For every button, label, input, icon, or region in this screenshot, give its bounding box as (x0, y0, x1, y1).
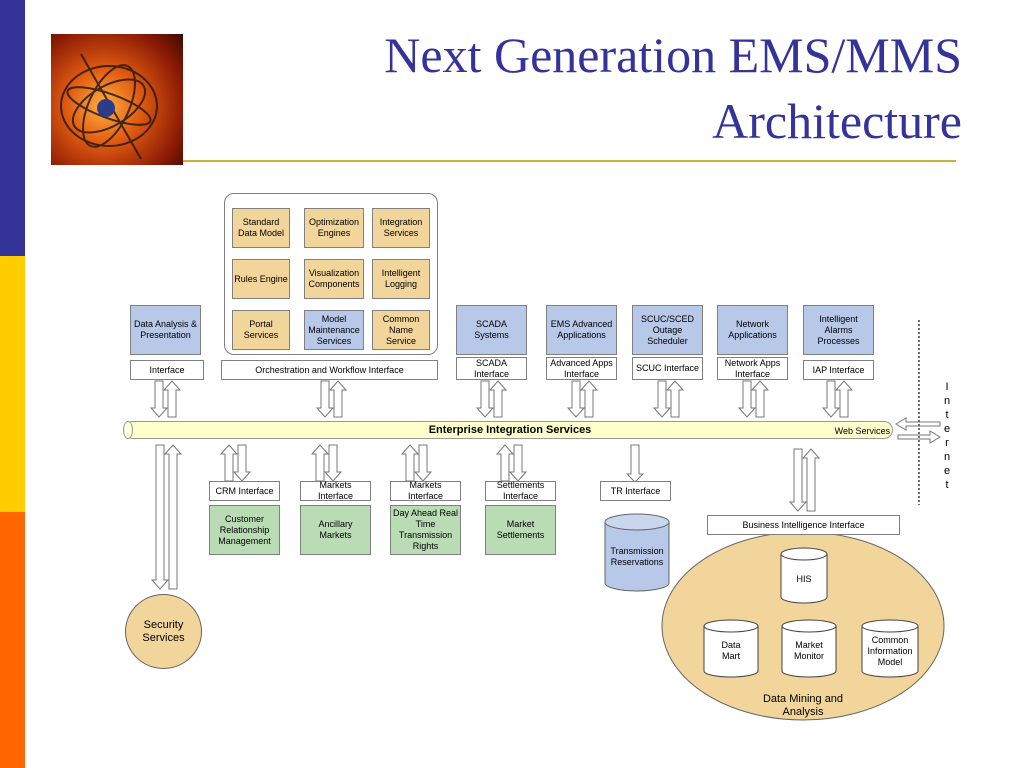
network-applications-box: Network Applications (717, 305, 788, 355)
standard-data-model-box: Standard Data Model (232, 208, 290, 248)
security-services-label: Security Services (142, 618, 185, 644)
model-maintenance-services-box: Model Maintenance Services (304, 310, 364, 350)
orchestration-workflow-interface-box: Orchestration and Workflow Interface (221, 360, 438, 380)
data-analysis-presentation-box: Data Analysis & Presentation (130, 305, 201, 355)
slide-title: Next Generation EMS/MMS Architecture (262, 22, 962, 154)
tr-interface-box: TR Interface (600, 481, 671, 501)
portal-services-box: Portal Services (232, 310, 290, 350)
business-intelligence-interface-box: Business Intelligence Interface (707, 515, 900, 535)
advanced-apps-interface-box: Advanced Apps Interface (546, 357, 617, 380)
settlements-interface-box: Settlements Interface (485, 480, 556, 501)
his-cylinder (780, 547, 828, 604)
optimization-engines-box: Optimization Engines (304, 208, 364, 248)
market-monitor-label: Market Monitor (793, 640, 824, 661)
internet-label: I n t e r n e t (943, 381, 951, 491)
intelligent-alarms-processes-box: Intelligent Alarms Processes (803, 305, 874, 355)
cim-cylinder (861, 619, 919, 678)
sidebar-orange (0, 512, 25, 768)
transmission-reservations-label: Transmission Reservations (610, 546, 664, 567)
day-ahead-real-time-transmission-rights-box: Day Ahead Real Time Transmission Rights (390, 505, 461, 555)
crm-interface-box: CRM Interface (209, 481, 280, 501)
title-line-2: Architecture (712, 93, 962, 149)
visualization-components-box: Visualization Components (304, 259, 364, 299)
scuc-interface-box: SCUC Interface (632, 357, 703, 380)
data-mining-analysis-label: Data Mining and Analysis (762, 693, 844, 718)
market-settlements-box: Market Settlements (485, 505, 556, 555)
title-line-1: Next Generation EMS/MMS (384, 27, 962, 83)
bus-label: Enterprise Integration Services (400, 423, 620, 437)
interface-box: Interface (130, 360, 204, 380)
web-services-label: Web Services (834, 426, 890, 436)
sidebar-blue (0, 0, 25, 256)
network-apps-interface-box: Network Apps Interface (717, 357, 788, 380)
cim-label: Common Information Model (867, 635, 913, 667)
market-monitor-cylinder (781, 619, 837, 678)
common-name-service-box: Common Name Service (372, 310, 430, 350)
armillary-sphere-image (51, 34, 183, 165)
markets-interface-box-1: Markets Interface (300, 480, 371, 501)
crm-box: Customer Relationship Management (209, 505, 280, 555)
transmission-reservations-cylinder (604, 513, 670, 592)
intelligent-logging-box: Intelligent Logging (372, 259, 430, 299)
ems-advanced-applications-box: EMS Advanced Applications (546, 305, 617, 355)
rules-engine-box: Rules Engine (232, 259, 290, 299)
scuc-sced-outage-scheduler-box: SCUC/SCED Outage Scheduler (632, 305, 703, 355)
security-services-circle: Security Services (125, 594, 202, 669)
sidebar-yellow (0, 256, 25, 512)
his-label: HIS (796, 574, 812, 584)
integration-services-box: Integration Services (372, 208, 430, 248)
bus-left-cap (123, 421, 133, 439)
data-mart-cylinder (703, 619, 759, 678)
iap-interface-box: IAP Interface (803, 360, 874, 380)
markets-interface-box-2: Markets Interface (390, 480, 461, 501)
scada-systems-box: SCADA Systems (456, 305, 527, 355)
ancillary-markets-box: Ancillary Markets (300, 505, 371, 555)
title-underline (183, 160, 956, 162)
data-mart-label: Data Mart (721, 640, 741, 661)
scada-interface-box: SCADA Interface (456, 357, 527, 380)
